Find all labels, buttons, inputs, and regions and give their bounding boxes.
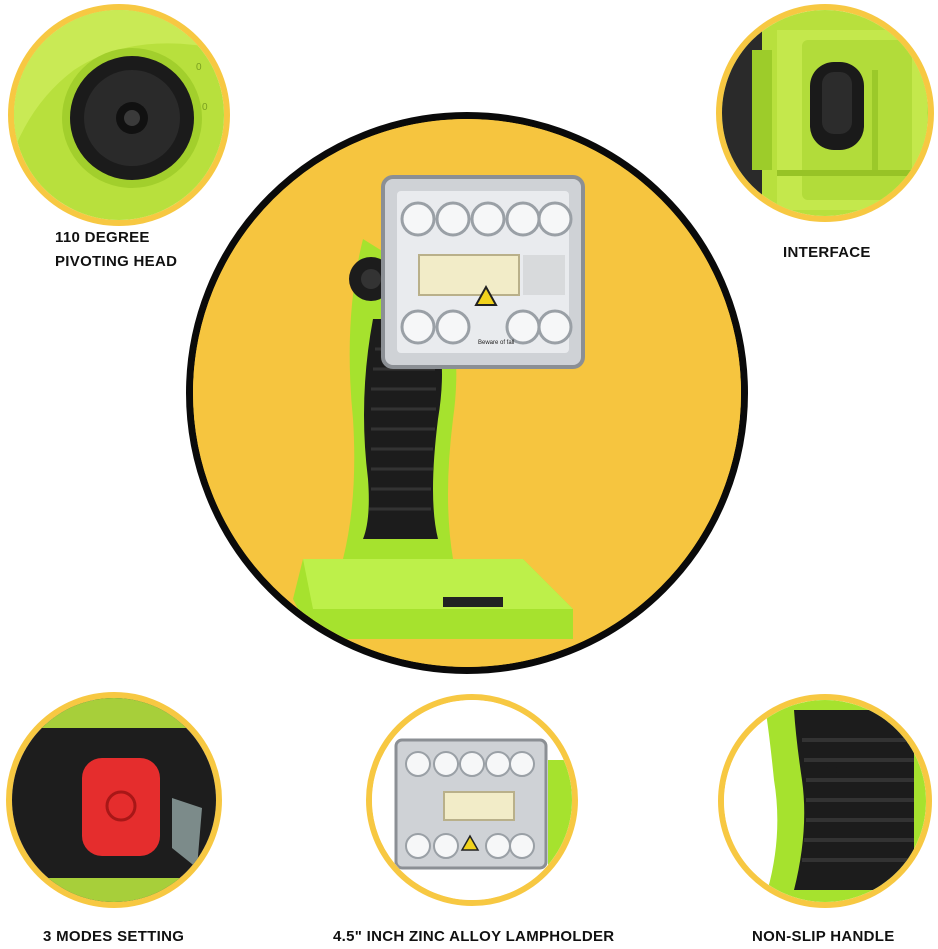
lampholder-caption: 4.5" INCH ZINC ALLOY LAMPHOLDER xyxy=(333,928,615,945)
svg-text:0: 0 xyxy=(196,62,202,73)
modes-caption: 3 MODES SETTING xyxy=(43,928,185,945)
interface-caption: INTERFACE xyxy=(783,244,871,261)
modes-detail-image xyxy=(6,692,222,908)
pivoting-head-detail-image: 0 0 xyxy=(8,4,230,226)
pivoting-head-caption-line1: 110 DEGREE xyxy=(55,229,150,246)
handle-caption: NON-SLIP HANDLE xyxy=(752,928,895,945)
svg-text:0: 0 xyxy=(202,102,208,113)
handle-detail-image xyxy=(718,694,932,908)
pivoting-head-caption: 110 DEGREE PIVOTING HEAD xyxy=(55,226,177,274)
pivoting-head-caption-line2: PIVOTING HEAD xyxy=(55,253,178,270)
product-main-image xyxy=(186,112,748,674)
lampholder-detail-image xyxy=(366,694,578,906)
interface-detail-image xyxy=(716,4,934,222)
warning-label-text: Beware of fall xyxy=(478,340,515,346)
